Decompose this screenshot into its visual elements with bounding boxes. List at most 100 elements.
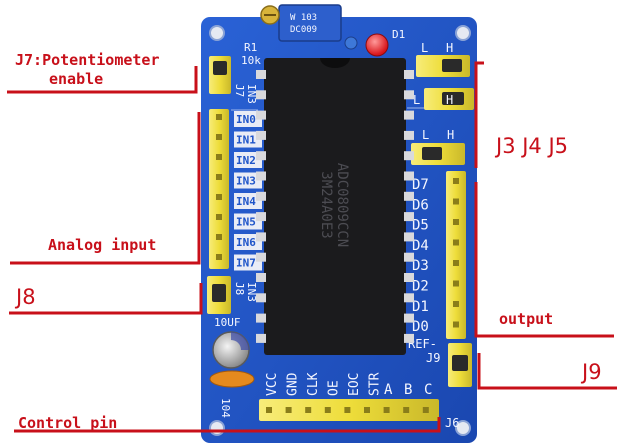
- led-d1: [365, 33, 389, 57]
- jumper-level-label: H: [446, 93, 453, 107]
- chip-pin: [404, 293, 414, 303]
- input-label-box: [234, 234, 262, 250]
- chip-pin: [404, 252, 414, 262]
- input-label-box: [234, 193, 262, 209]
- jumper-level-label: L: [421, 41, 428, 55]
- header-pin: [216, 214, 222, 220]
- callout-output: output: [499, 310, 554, 328]
- chip-pin: [404, 212, 414, 222]
- header-pin: [453, 280, 459, 287]
- chip-pin: [256, 333, 266, 343]
- callout-j9: J9: [582, 360, 602, 384]
- silkscreen: R1 10k D1 J7 IN3 J8 IN3 J9 J6 REF- 10UF …: [214, 28, 459, 430]
- input-label: IN3: [236, 175, 256, 188]
- silk-j8: J8: [233, 282, 246, 295]
- output-label: D5: [412, 218, 429, 234]
- chip-marking-1: ADC0809CCN: [334, 163, 350, 247]
- control-label: B: [404, 382, 412, 398]
- header-pin: [453, 178, 459, 184]
- output-label: D4: [412, 238, 429, 254]
- control-label: GND: [286, 372, 301, 396]
- silk-cap-ceramic: 104: [219, 398, 232, 418]
- header-pin: [422, 407, 429, 413]
- control-label: C: [424, 382, 432, 398]
- chip-pin: [404, 130, 414, 140]
- output-label: D6: [412, 197, 429, 213]
- input-label: IN5: [236, 216, 256, 229]
- callout-j7-line2: enable: [49, 70, 104, 88]
- line-analog: [10, 112, 201, 265]
- jumper-j8: [207, 276, 231, 314]
- header-pin: [453, 239, 459, 246]
- chip-pin: [404, 90, 414, 100]
- silk-j9: J9: [426, 351, 440, 365]
- input-label: IN7: [236, 257, 256, 270]
- header-pin: [344, 407, 351, 413]
- header-pin: [453, 321, 459, 328]
- chip-pin: [404, 110, 414, 120]
- silk-j7: J7: [233, 84, 246, 97]
- silk-d1: D1: [392, 28, 405, 41]
- jumper-j7: [209, 56, 231, 94]
- chip-pin: [404, 333, 414, 343]
- chip-pin: [256, 171, 266, 181]
- silk-cap-value: 10UF: [214, 316, 241, 329]
- header-pin: [216, 194, 222, 200]
- control-label: A: [384, 382, 393, 398]
- callout-j3-j4-j5: J3 J4 J5: [496, 134, 569, 158]
- electrolytic-capacitor: [212, 331, 250, 369]
- input-label-box: [234, 111, 262, 127]
- chip-pin: [404, 151, 414, 161]
- silk-j8-sub: IN3: [245, 282, 258, 302]
- callout-control-pin: Control pin: [18, 414, 118, 432]
- chip-marking-2: 3M24A0E3: [318, 171, 334, 238]
- output-label: D0: [412, 319, 429, 335]
- potentiometer: W 103 DC009: [260, 4, 342, 42]
- header-pin: [305, 407, 312, 413]
- chip-pin: [404, 70, 414, 79]
- chip-pin: [256, 191, 266, 201]
- chip-pin: [256, 313, 266, 323]
- ceramic-capacitor: [209, 370, 255, 388]
- jumper-level-label: H: [447, 128, 454, 142]
- output-label: D2: [412, 279, 429, 295]
- chip-pin: [404, 232, 414, 242]
- header-pin: [216, 174, 222, 180]
- jumpers-j3-j4-j5: [411, 55, 474, 165]
- chip-pin: [256, 70, 266, 79]
- output-label: D7: [412, 177, 429, 193]
- header-pin: [216, 154, 222, 160]
- chip-pin: [404, 313, 414, 323]
- output-header: [446, 171, 466, 339]
- jumper-level-label: L: [422, 128, 429, 142]
- callout-j7-line1: J7:Potentiometer: [15, 51, 160, 69]
- header-pin: [216, 234, 222, 240]
- control-label: STR: [368, 372, 383, 396]
- line-j9: [477, 353, 617, 390]
- input-label-box: [234, 152, 262, 168]
- chip-pin: [404, 273, 414, 282]
- pot-code-2: DC009: [290, 25, 317, 35]
- jumper-level-label: H: [446, 41, 453, 55]
- line-j3-j4-j5: [474, 61, 484, 168]
- header-pin: [453, 219, 459, 225]
- chip-pin: [256, 130, 266, 140]
- chip-pin: [256, 90, 266, 100]
- header-pin: [285, 407, 292, 413]
- header-pin: [453, 260, 459, 266]
- chip-pin: [256, 252, 266, 262]
- input-label-box: [234, 172, 262, 189]
- input-label: IN6: [236, 236, 256, 249]
- chip-pin: [404, 171, 414, 181]
- header-pin: [216, 134, 222, 140]
- chip-pin: [256, 232, 266, 242]
- input-label: IN4: [236, 195, 256, 208]
- header-pin: [453, 301, 459, 307]
- jumper-j9: [448, 343, 472, 387]
- adc0809-chip: ADC0809CCN 3M24A0E3: [264, 58, 406, 355]
- input-label-box: [234, 254, 262, 271]
